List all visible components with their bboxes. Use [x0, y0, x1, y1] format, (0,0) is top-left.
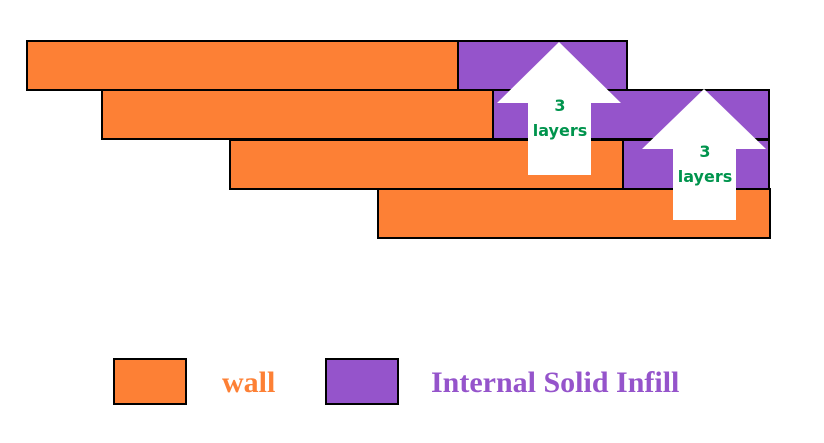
up-arrow-icon: 3 layers [497, 42, 621, 175]
arrow-1-number: 3 [554, 96, 565, 115]
legend-label-infill: Internal Solid Infill [431, 366, 680, 399]
arrow-2-unit: layers [678, 167, 732, 186]
legend-swatch-wall [113, 358, 187, 405]
up-arrow-icon: 3 layers [642, 89, 766, 220]
wall-layer-1 [26, 40, 459, 91]
legend-label-wall: wall [222, 366, 276, 399]
arrow-1-unit: layers [533, 121, 587, 140]
legend-swatch-infill [325, 358, 399, 405]
arrow-2-number: 3 [699, 142, 710, 161]
wall-layer-2 [101, 89, 494, 140]
